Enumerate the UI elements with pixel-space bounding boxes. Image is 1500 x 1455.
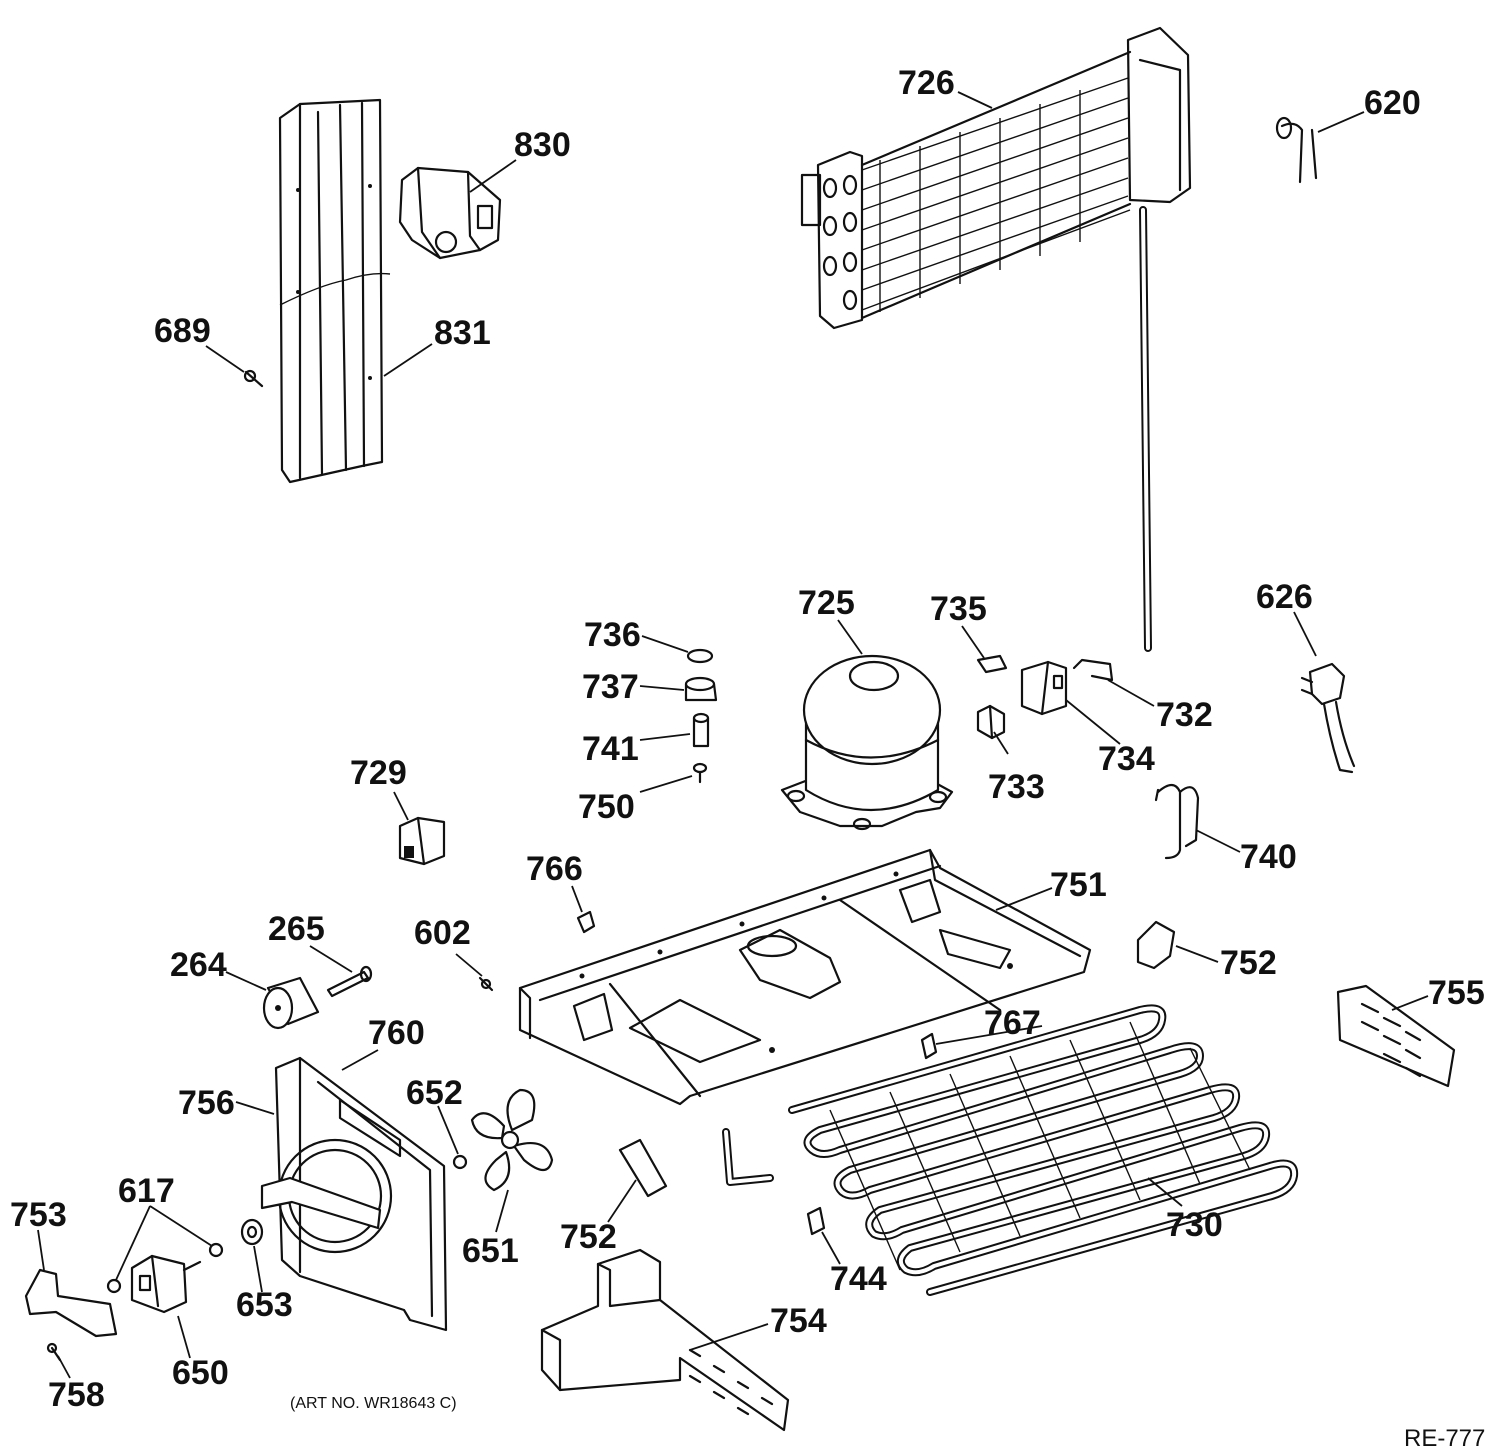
- callout-740: 740: [1240, 838, 1297, 876]
- power-cord-grommet-part: [1275, 116, 1318, 184]
- callout-744: 744: [830, 1260, 887, 1298]
- callout-626: 626: [1256, 578, 1313, 616]
- channel-duct-part: [278, 98, 391, 484]
- clip-part-735: [976, 654, 1008, 674]
- callout-756: 756: [178, 1084, 235, 1122]
- art-number-note: (ART NO. WR18643 C): [290, 1395, 457, 1412]
- nut-part-652: [452, 1154, 468, 1170]
- compressor-part: [780, 654, 954, 831]
- callout-602: 602: [414, 914, 471, 952]
- callout-734: 734: [1098, 740, 1155, 778]
- callout-732: 732: [1156, 696, 1213, 734]
- callout-741: 741: [582, 730, 639, 768]
- callout-831: 831: [434, 314, 491, 352]
- damper-control-part: [398, 166, 502, 260]
- mounting-stack-parts: [684, 648, 718, 784]
- callout-751: 751: [1050, 866, 1107, 904]
- callout-733: 733: [988, 768, 1045, 806]
- callout-729: 729: [350, 754, 407, 792]
- callout-653: 653: [236, 1286, 293, 1324]
- clip-part-767: [920, 1032, 938, 1060]
- bracket-part-752-upper: [1136, 920, 1176, 970]
- reference-code: RE-777: [1404, 1425, 1485, 1452]
- fan-motor-part: [130, 1254, 202, 1314]
- grommet-part-653: [240, 1218, 264, 1246]
- power-cord-part: [1300, 662, 1356, 774]
- condenser-part: [800, 26, 1192, 330]
- bolt-part-265: [326, 965, 373, 998]
- leader-lines: [37, 91, 1429, 1379]
- fan-blade-part: [470, 1088, 554, 1192]
- grommet-part-264: [262, 976, 320, 1030]
- callout-758: 758: [48, 1376, 105, 1414]
- callout-264: 264: [170, 946, 227, 984]
- screw-part-689: [243, 369, 264, 388]
- callout-760: 760: [368, 1014, 425, 1052]
- callout-725: 725: [798, 584, 855, 622]
- callout-766: 766: [526, 850, 583, 888]
- callout-730: 730: [1166, 1206, 1223, 1244]
- overload-part: [976, 704, 1006, 740]
- clip-part-766: [576, 910, 596, 934]
- drain-bracket-part-754: [540, 1248, 790, 1432]
- callout-651: 651: [462, 1232, 519, 1270]
- callout-617: 617: [118, 1172, 175, 1210]
- lower-coil-part: [722, 1004, 1299, 1296]
- callout-753: 753: [10, 1196, 67, 1234]
- fan-shroud-part: [260, 1056, 448, 1332]
- clip-part-744: [806, 1206, 826, 1236]
- motor-bracket-part: [24, 1268, 118, 1338]
- callout-750: 750: [578, 788, 635, 826]
- callout-755: 755: [1428, 974, 1485, 1012]
- callout-752-lower: 752: [560, 1218, 617, 1256]
- callout-726: 726: [898, 64, 955, 102]
- callout-754: 754: [770, 1302, 827, 1340]
- callout-735: 735: [930, 590, 987, 628]
- compressor-base-pan-part: [518, 848, 1092, 1106]
- callout-652: 652: [406, 1074, 463, 1112]
- callout-689: 689: [154, 312, 211, 350]
- callout-labels: 726 620 830 689 831 725 735 626 736 737 …: [10, 64, 1485, 1452]
- relay-part: [1020, 660, 1068, 716]
- callout-752-upper: 752: [1220, 944, 1277, 982]
- callout-650: 650: [172, 1354, 229, 1392]
- callout-767: 767: [984, 1004, 1041, 1042]
- grommet-parts-617: [106, 1242, 224, 1294]
- clip-part-740: [1154, 783, 1200, 860]
- screw-part-602: [478, 976, 494, 992]
- callout-830: 830: [514, 126, 571, 164]
- capacitor-part: [398, 816, 446, 866]
- wire-clip-part-732: [1072, 658, 1114, 682]
- callout-620: 620: [1364, 84, 1421, 122]
- callout-737: 737: [582, 668, 639, 706]
- bracket-plate-part-755: [1336, 984, 1456, 1088]
- callout-265: 265: [268, 910, 325, 948]
- callout-736: 736: [584, 616, 641, 654]
- bracket-part-752-lower: [618, 1138, 668, 1198]
